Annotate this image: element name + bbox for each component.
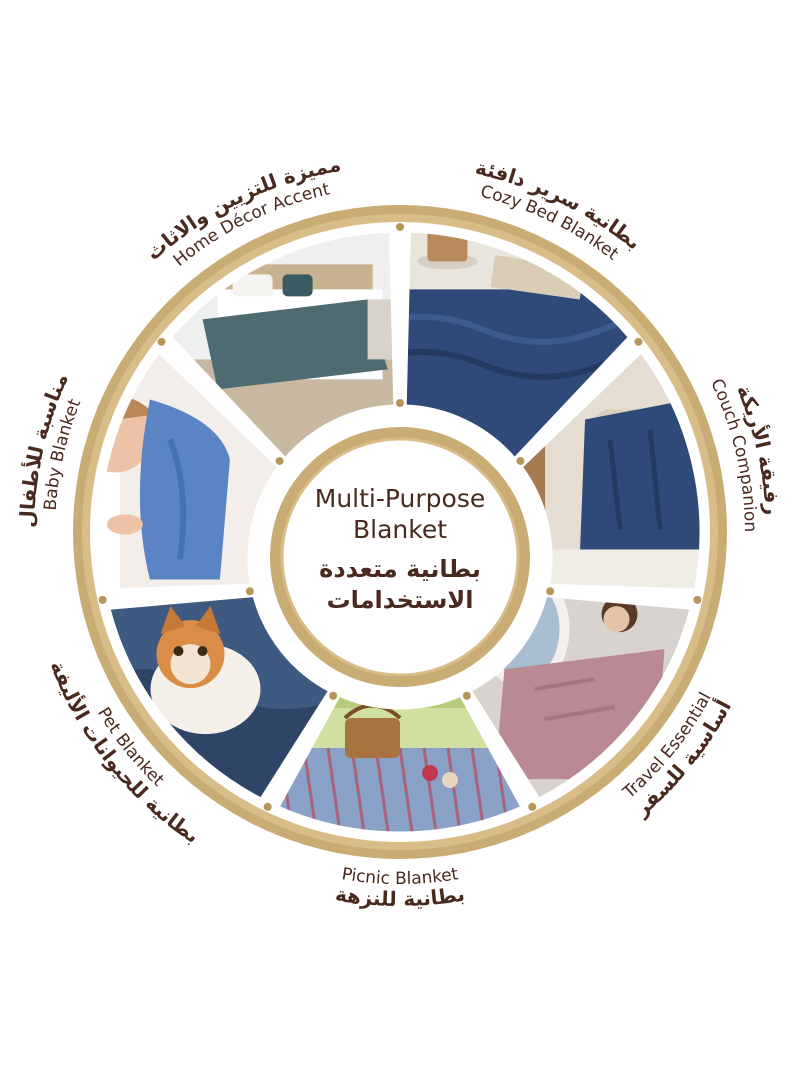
segment-border-baby-blanket	[95, 347, 283, 594]
inner-connector-dot	[516, 456, 525, 465]
outer-connector-dot	[98, 595, 107, 604]
outer-connector-dot	[528, 802, 537, 811]
segment-border-travel-essential	[466, 591, 695, 803]
segment-border-cozy-bed-blanket	[401, 227, 634, 463]
center-title-en-line1: Multi-Purpose	[315, 484, 485, 513]
outer-connector-dot	[693, 595, 702, 604]
outer-connector-dot	[263, 802, 272, 811]
segment-photo-cozy-bed-blanket	[404, 230, 631, 461]
segment-border-pet-blanket	[105, 591, 334, 803]
segment-border-home-d-cor-accent	[166, 227, 399, 463]
center-title-ar-line1: بطانية متعددة	[319, 555, 481, 583]
inner-connector-dot	[245, 587, 254, 596]
center-title-en-line2: Blanket	[353, 515, 447, 544]
segment-border-picnic-blanket	[274, 691, 526, 837]
outer-connector-dot	[157, 337, 166, 346]
inner-connector-dot	[462, 691, 471, 700]
outer-connector-dot	[634, 337, 643, 346]
center-title-ar-line2: الاستخدامات	[327, 586, 474, 614]
connector-dots	[98, 223, 702, 811]
inner-connector-dot	[329, 691, 338, 700]
inner-connector-dot	[275, 456, 284, 465]
inner-connector-dot	[396, 399, 404, 407]
outer-connector-dot	[396, 223, 404, 231]
inner-connector-dot	[546, 587, 555, 596]
segment-border-couch-companion	[517, 347, 705, 594]
hub-center-disc	[280, 437, 520, 677]
